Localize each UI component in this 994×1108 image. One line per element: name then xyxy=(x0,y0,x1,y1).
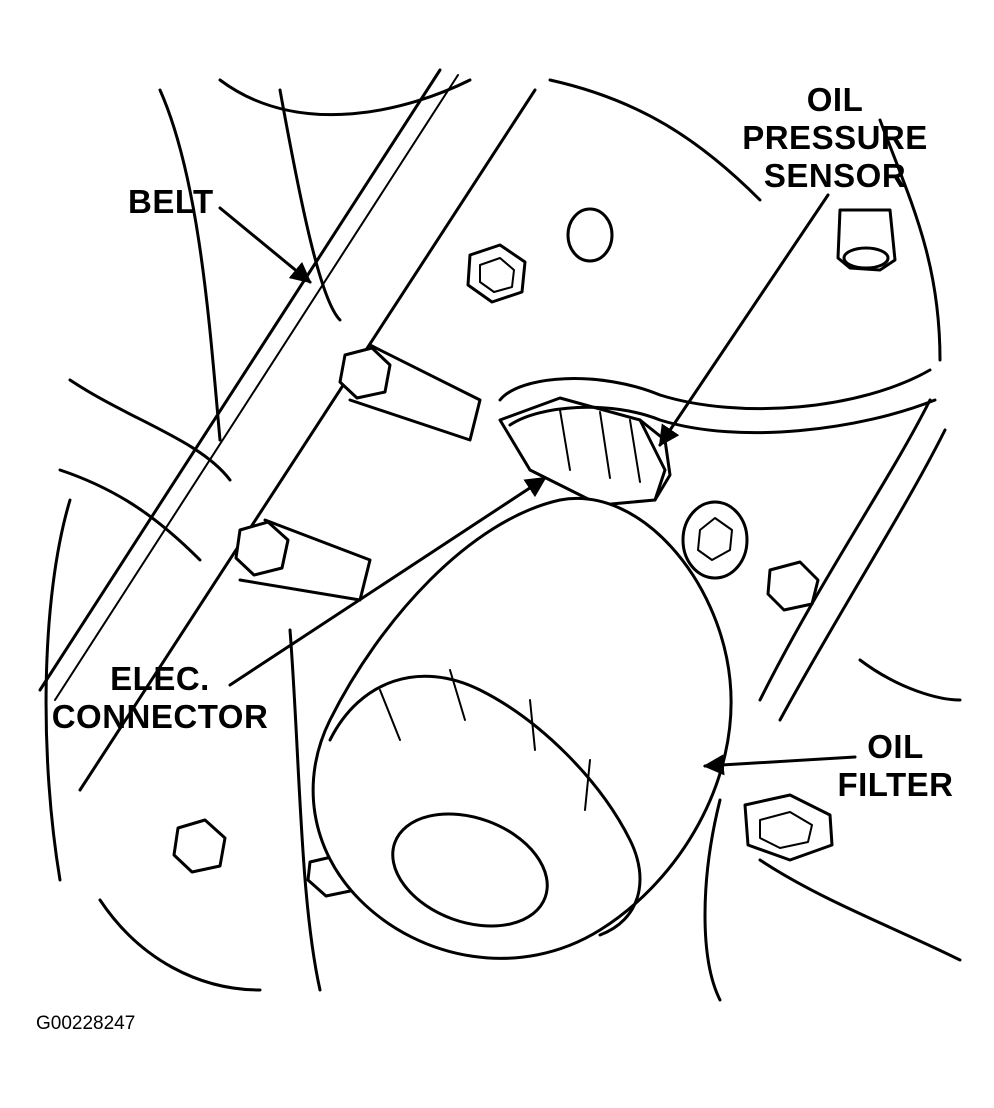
oil-pressure-sensor-label: OIL PRESSURE SENSOR xyxy=(742,81,928,194)
oil-pressure-sensor-drawing xyxy=(498,396,672,507)
belt-label: BELT xyxy=(128,183,214,220)
figure-id: G00228247 xyxy=(36,1013,136,1034)
wiring-harness xyxy=(498,368,947,722)
leader-arrows xyxy=(218,193,857,776)
bolt-heads xyxy=(172,243,834,898)
oil-filter-label: OIL FILTER xyxy=(837,728,954,803)
sensor-arrow xyxy=(658,193,830,447)
belt-drawing xyxy=(38,68,537,792)
elec-connector-label: ELEC. CONNECTOR xyxy=(51,660,269,735)
oil-filter-drawing xyxy=(311,497,733,960)
belt-arrow xyxy=(218,206,312,284)
engine-bosses xyxy=(238,207,897,602)
filter-arrow xyxy=(702,754,857,776)
connector-arrow xyxy=(228,476,547,687)
